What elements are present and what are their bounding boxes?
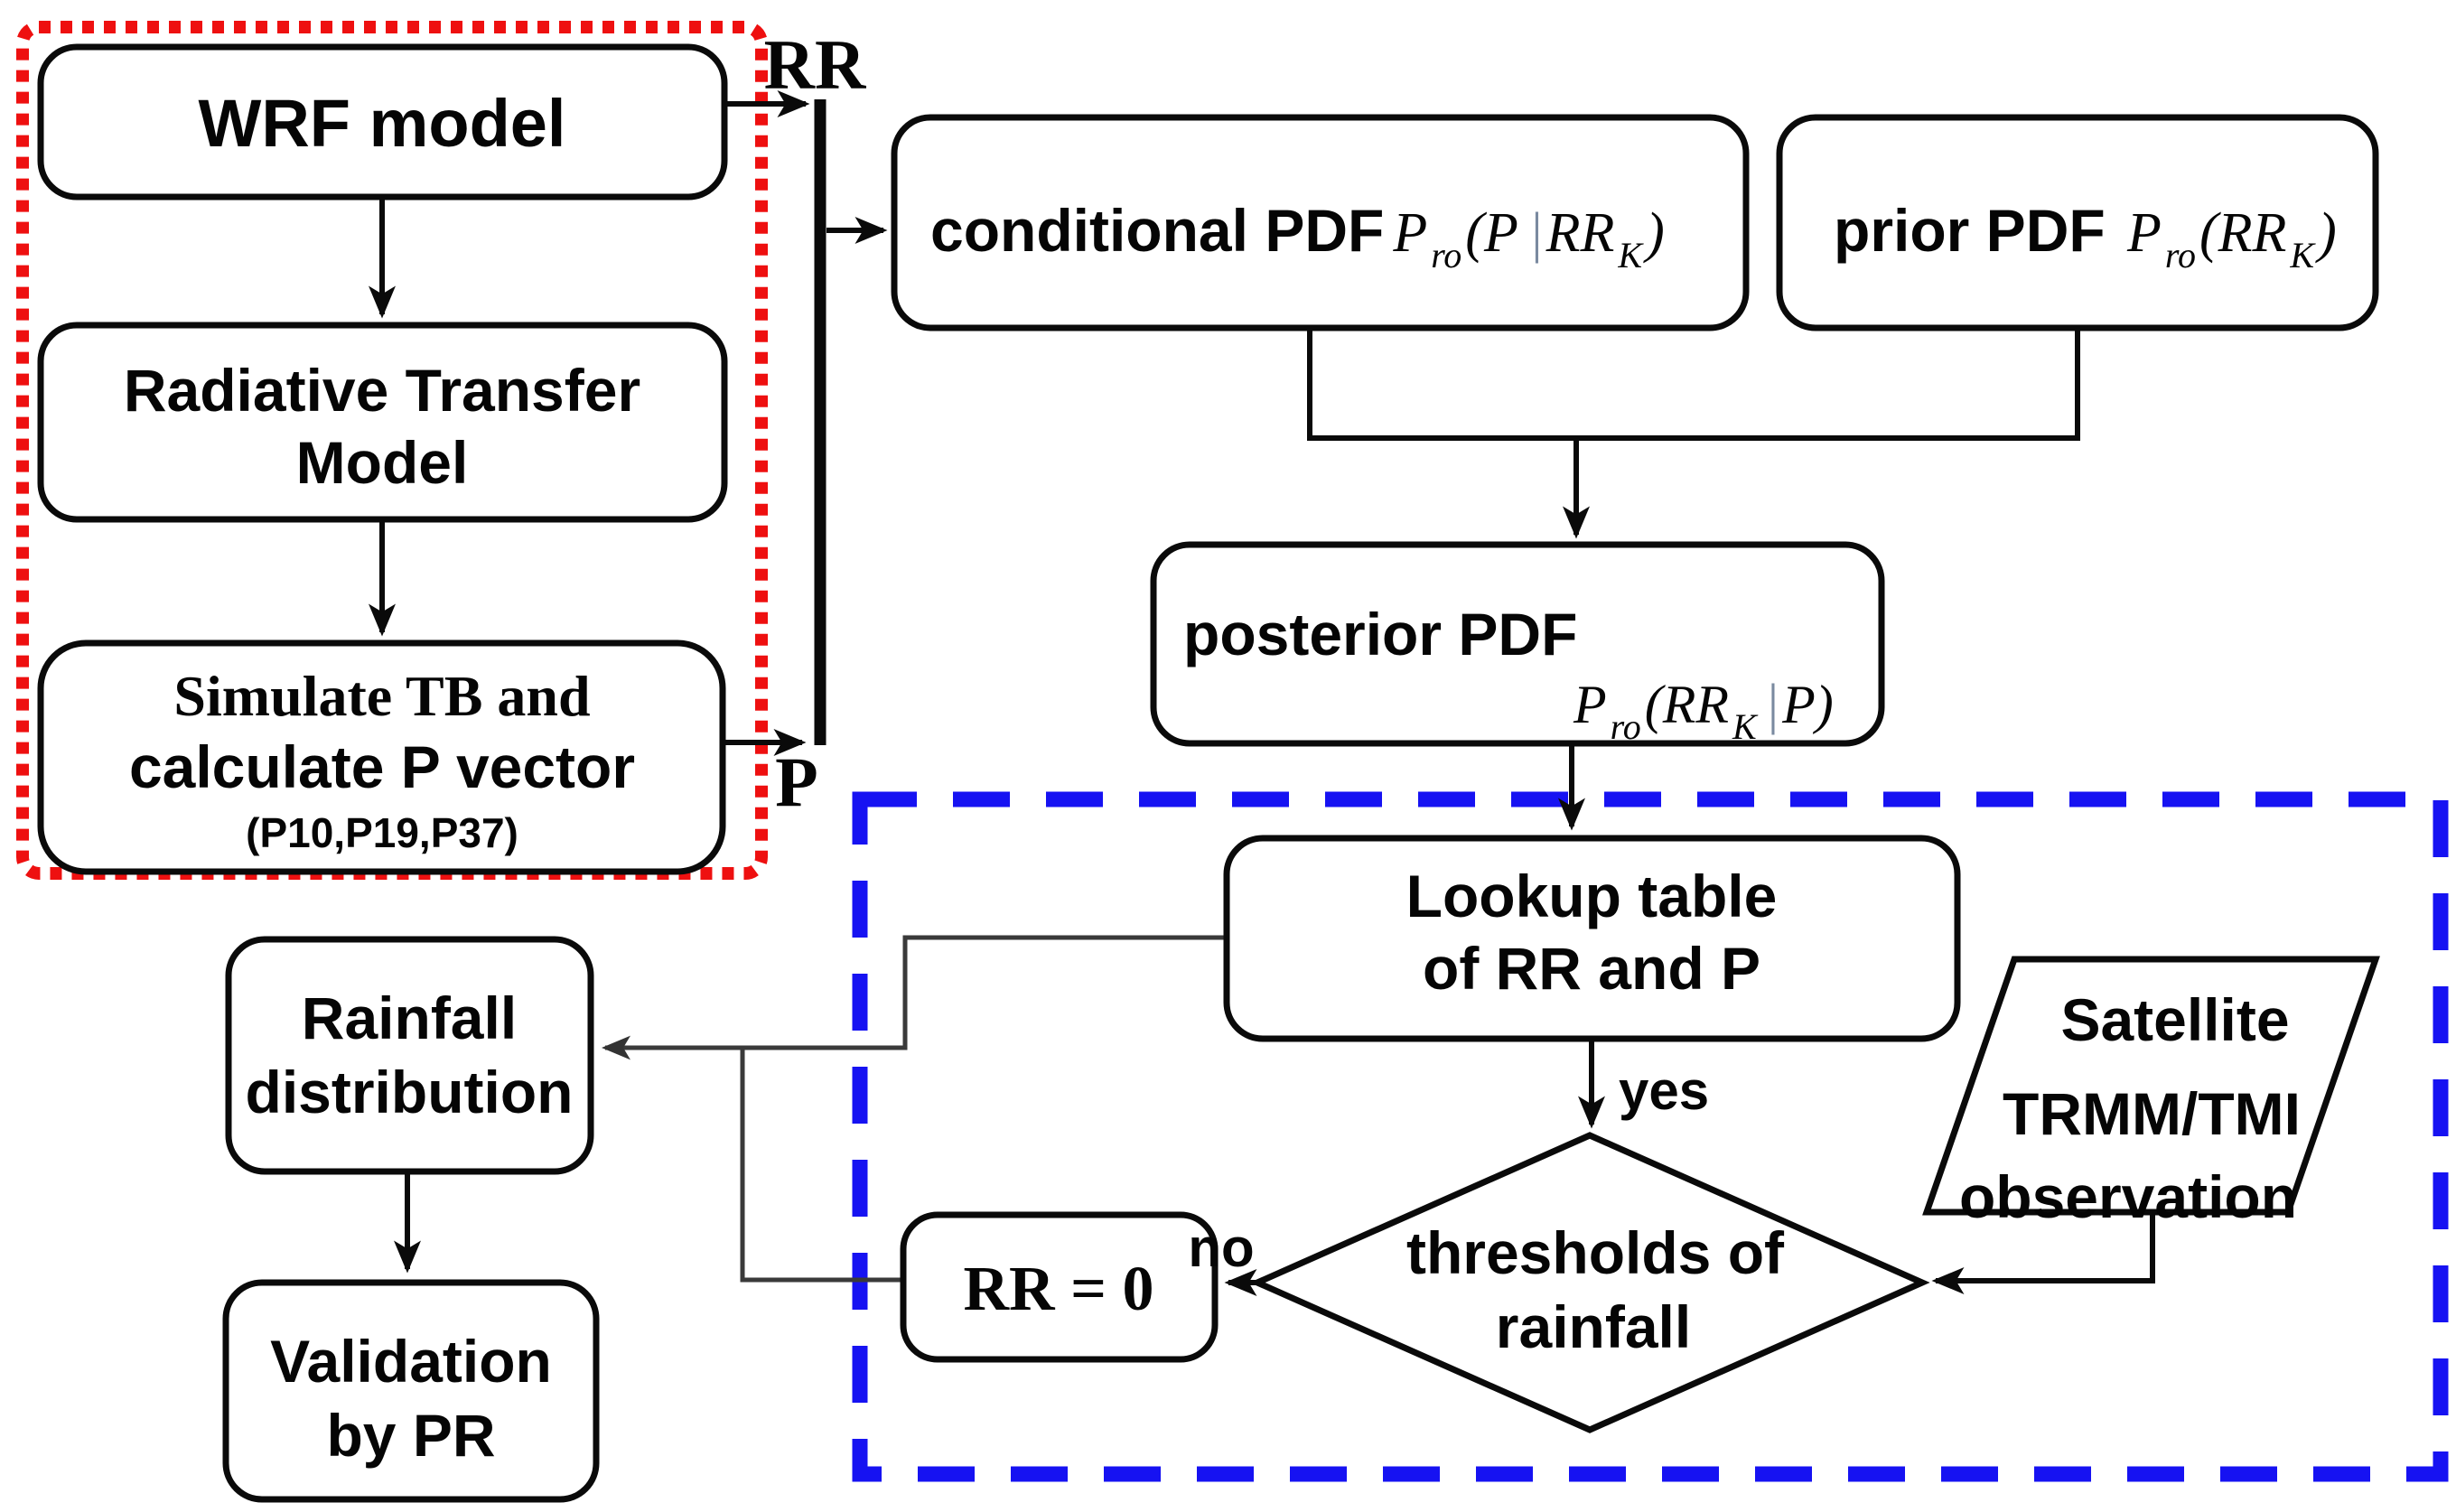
validation-by-pr-line1: Validation — [270, 1328, 552, 1395]
radiative-transfer-line1: Radiative Transfer — [124, 357, 640, 424]
rr-zero-box — [900, 1211, 1219, 1363]
retrieval-group-blue-outline — [852, 791, 2449, 1482]
simulate-tb-box — [37, 639, 726, 875]
rainfall-distribution-box — [225, 936, 594, 1175]
prior-pdf-box — [1776, 114, 2379, 331]
satellite-line3: observation — [1959, 1163, 2297, 1230]
conditional-pdf-box — [891, 114, 1750, 331]
wrf-model-label: WRF model — [199, 86, 566, 161]
lookup-table-line2: of RR and P — [1423, 935, 1760, 1002]
simulate-tb-line2: calculate P vector — [129, 733, 635, 800]
radiative-transfer-box — [37, 322, 728, 523]
threshold-line1: thresholds of — [1406, 1219, 1785, 1286]
satellite-observation-parallelogram — [1922, 956, 2380, 1216]
posterior-pdf-formula: P ro (RR K | P) — [1573, 674, 1834, 747]
merge-line-conditional-prior — [1307, 328, 2080, 441]
rr-zero-label: RR = 0 — [964, 1255, 1154, 1324]
radiative-transfer-line2: Model — [296, 429, 469, 496]
validation-by-pr-box — [222, 1279, 600, 1503]
line-rr0-to-rainfall-branch — [740, 1050, 901, 1283]
validation-by-pr-line2: by PR — [326, 1402, 495, 1469]
posterior-pdf-box — [1150, 541, 1885, 747]
wrf-model-box — [37, 43, 728, 201]
threshold-line2: rainfall — [1496, 1293, 1691, 1360]
posterior-pdf-label: posterior PDF — [1183, 601, 1577, 667]
threshold-decision-diamond — [1249, 1132, 1930, 1433]
rainfall-distribution-line2: distribution — [246, 1059, 574, 1125]
satellite-line1: Satellite — [2060, 986, 2289, 1053]
rainfall-distribution-line1: Rainfall — [302, 985, 517, 1051]
arrow-satellite-to-threshold — [1931, 1212, 2155, 1294]
no-edge-label: no — [1188, 1218, 1254, 1278]
simulate-tb-line1: Simulate TB and — [173, 664, 590, 728]
satellite-line2: TRMM/TMI — [2003, 1080, 2301, 1147]
line-lookup-to-rainfall — [601, 935, 1227, 1060]
conditional-pdf-label: conditional PDF P ro (P | RR K ) — [930, 197, 1665, 275]
model-group-red-outline — [16, 21, 768, 880]
yes-edge-label: yes — [1619, 1060, 1709, 1121]
prior-pdf-label: prior PDF P ro (RR K ) — [1834, 197, 2337, 275]
lookup-table-line1: Lookup table — [1406, 863, 1778, 929]
lookup-table-box — [1223, 835, 1961, 1042]
p-edge-label: P — [775, 742, 818, 821]
simulate-tb-line3: (P10,P19,P37) — [246, 809, 518, 856]
rr-edge-label: RR — [764, 25, 867, 104]
